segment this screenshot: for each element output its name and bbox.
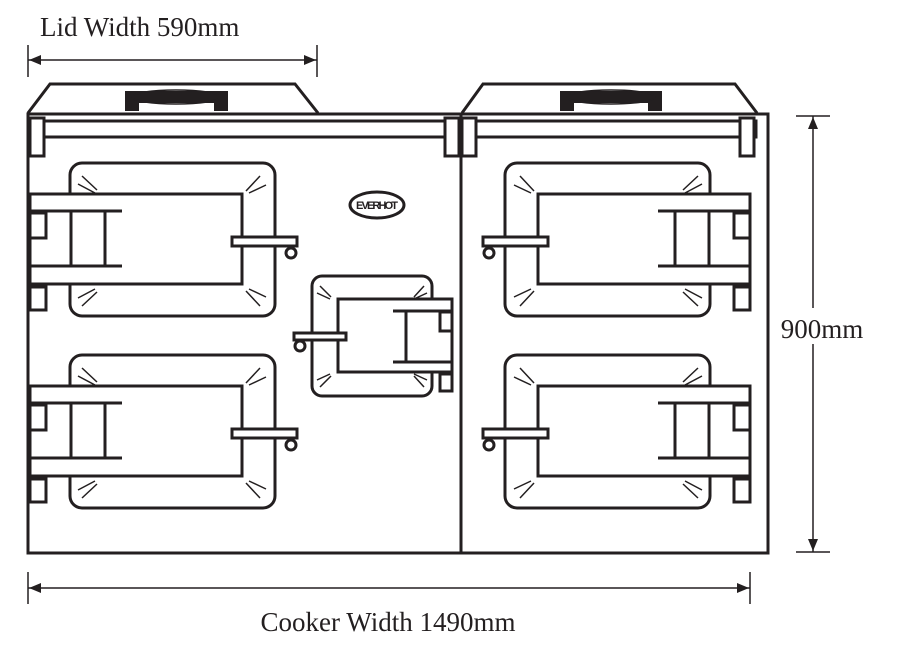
left-lid — [26, 82, 320, 114]
oven-door-bottom-right — [481, 353, 752, 510]
logo-text: EVERHOT — [356, 200, 398, 212]
oven-door-bottom-left — [28, 353, 299, 510]
height-dimension: 900mm — [770, 115, 880, 553]
oven-door-top-right — [481, 161, 752, 318]
lid-width-label: Lid Width 590mm — [40, 12, 239, 42]
oven-door-centre — [292, 274, 454, 398]
everhot-logo: EVERHOT — [348, 190, 406, 220]
cooker-width-label: Cooker Width 1490mm — [261, 607, 516, 637]
right-lid — [460, 82, 759, 114]
height-label: 900mm — [781, 314, 864, 344]
oven-door-top-left — [28, 161, 299, 318]
cooker-width-dimension: Cooker Width 1490mm — [27, 572, 751, 637]
lid-width-dimension: Lid Width 590mm — [27, 12, 318, 77]
